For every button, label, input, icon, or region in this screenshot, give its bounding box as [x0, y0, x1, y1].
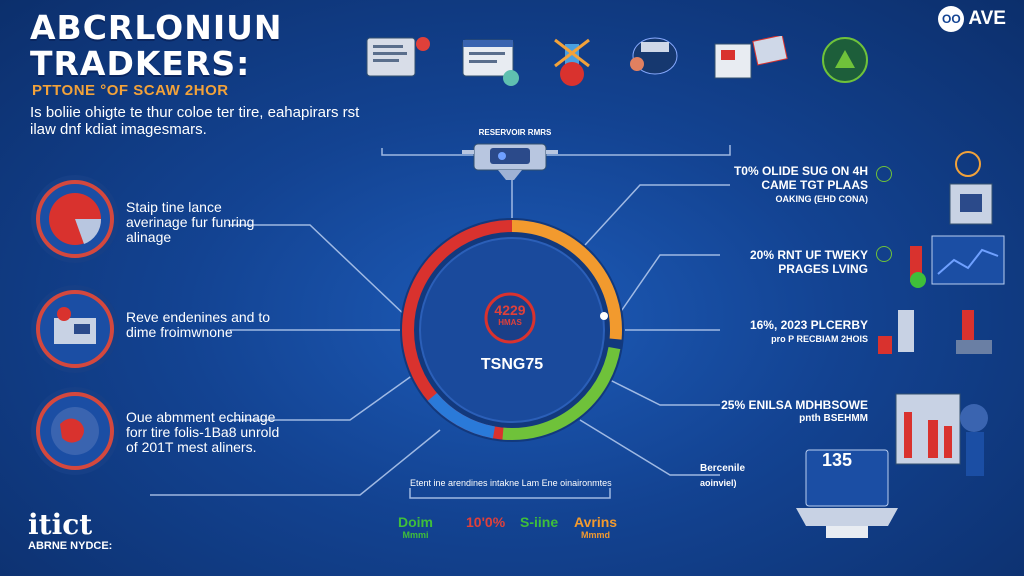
right-illustrations [878, 151, 1005, 476]
connector-right-4 [609, 379, 720, 406]
bottom-item-4-label: Avrins [574, 514, 618, 530]
connector-left-3 [230, 369, 421, 421]
info-icon-1 [876, 166, 892, 182]
satellite-icon [630, 37, 678, 75]
left-item-2-text: Reve endenines and to dime froimwnone [126, 309, 270, 340]
ring-dot-icon [600, 312, 608, 320]
right-item-2: 20% RNT UF TWEKY PRAGES LVING [700, 248, 868, 276]
hub-device-icon [462, 143, 558, 180]
top-caption: RESERVOIR RMRS [478, 128, 552, 137]
bottom-item-4-sub: Mmmd [581, 530, 611, 540]
bottom-item-3: S-iine [520, 514, 558, 530]
footer-subtitle: ABRNE NYDCE: [28, 540, 113, 552]
connector-right-2 [614, 254, 720, 321]
center-value-block: 4229 HMAS [480, 302, 540, 327]
browser-icon [462, 39, 519, 86]
lab-device-icon [878, 310, 992, 354]
hub-device [462, 138, 558, 182]
page-title: ABCRLONIUN TRADKERS: [30, 10, 283, 82]
lab-equipment-icon [54, 307, 96, 344]
connector-left-4 [150, 429, 441, 496]
laptop-icon [796, 449, 898, 538]
left-card-icon-2 [36, 290, 114, 368]
left-item-3-text: Oue abmment echinage forr tire folis-1Ba… [126, 409, 280, 455]
top-icons-svg [366, 34, 868, 86]
connector-left-1 [228, 224, 411, 321]
footer-logo: itict [28, 508, 93, 541]
bottom-caption: Etent ine arendines intakne Lam Ene oina… [410, 478, 612, 488]
right-item-4-sub: pnth BSEHMM [799, 413, 868, 424]
right-item-3-sub: pro P RECBIAM 2HOIS [771, 334, 868, 344]
left-item-1-text: Staip tine lance averinage fur funring a… [126, 199, 255, 245]
center-badge [484, 292, 536, 344]
right-item-5-sub: aoinviel) [700, 478, 737, 488]
chart-screen-icon [910, 235, 1005, 288]
laptop-screen-number: 135 [822, 450, 853, 470]
ring-arc-blue [427, 392, 496, 439]
right-item-3: 16%, 2023 PLCERBY pro P RECBIAM 2HOIS [700, 318, 868, 346]
center-sub: HMAS [498, 318, 522, 327]
center-label: TSNG75 [480, 356, 544, 373]
connector-right-1 [584, 184, 730, 246]
right-item-5-text: Bercenile [700, 463, 746, 474]
bottom-item-2-label: 10'0% [466, 514, 506, 530]
report-panel-icon [895, 393, 961, 465]
info-icon-2 [876, 246, 892, 262]
right-item-2-text: 20% RNT UF TWEKY PRAGES LVING [749, 248, 868, 276]
recycle-icon [822, 37, 868, 83]
right-item-1: T0% OLIDE SUG ON 4H CAME TGT PLAAS OAKIN… [700, 164, 868, 206]
right-item-1-text: T0% OLIDE SUG ON 4H CAME TGT PLAAS [733, 164, 868, 192]
pie-segment-icon [49, 193, 102, 245]
right-item-3-text: 16%, 2023 PLCERBY [749, 318, 868, 332]
globe-icon [51, 407, 99, 455]
title-line-1: ABCRLONIUN [30, 8, 283, 47]
scientist-icon [960, 404, 988, 476]
top-icon-row [365, 34, 895, 96]
brand-logo-icon: OO [938, 6, 965, 32]
page-subtitle: PTTONE °OF SCAW 2HOR [32, 82, 229, 99]
bottom-item-1-label: Doim [398, 514, 433, 530]
bottom-item-3-label: S-iine [520, 514, 559, 530]
right-item-4: 25% ENILSA MDHBSOWE pnth BSEHMM [700, 398, 868, 426]
ring-arc-green [502, 346, 621, 440]
left-card-icon-3 [36, 392, 114, 470]
tools-icon [554, 38, 590, 86]
connector-top [381, 148, 480, 156]
right-item-5: Bercenile aoinviel) [700, 462, 780, 490]
left-card-icon-1 [36, 180, 114, 258]
brand-name: AVE [968, 8, 1006, 29]
center-value: 4229 [494, 302, 526, 318]
monitor-icon [949, 151, 993, 225]
ring-arc-orange [511, 220, 622, 340]
tablet-icon [714, 34, 788, 79]
right-item-1-sub: OAKING (EHD CONA) [775, 194, 869, 204]
bottom-item-4: Avrins Mmmd [574, 514, 617, 540]
intro-text: Is boliie ohigte te thur coloe ter tire,… [30, 104, 360, 138]
title-line-2: TRADKERS: [30, 44, 251, 83]
connector-right-5 [579, 419, 720, 476]
connector-bottom [409, 488, 611, 499]
connector-top-right [540, 145, 731, 156]
document-icon [366, 37, 430, 77]
bottom-item-2: 10'0% [466, 514, 505, 530]
donut-ring [402, 220, 622, 440]
right-item-4-text: 25% ENILSA MDHBSOWE [721, 398, 868, 412]
bottom-item-1-sub: Mmmi [402, 530, 429, 540]
brand: OO AVE [938, 6, 1006, 32]
bottom-item-1: Doim Mmmi [398, 514, 433, 540]
laptop-illustration [792, 446, 902, 542]
